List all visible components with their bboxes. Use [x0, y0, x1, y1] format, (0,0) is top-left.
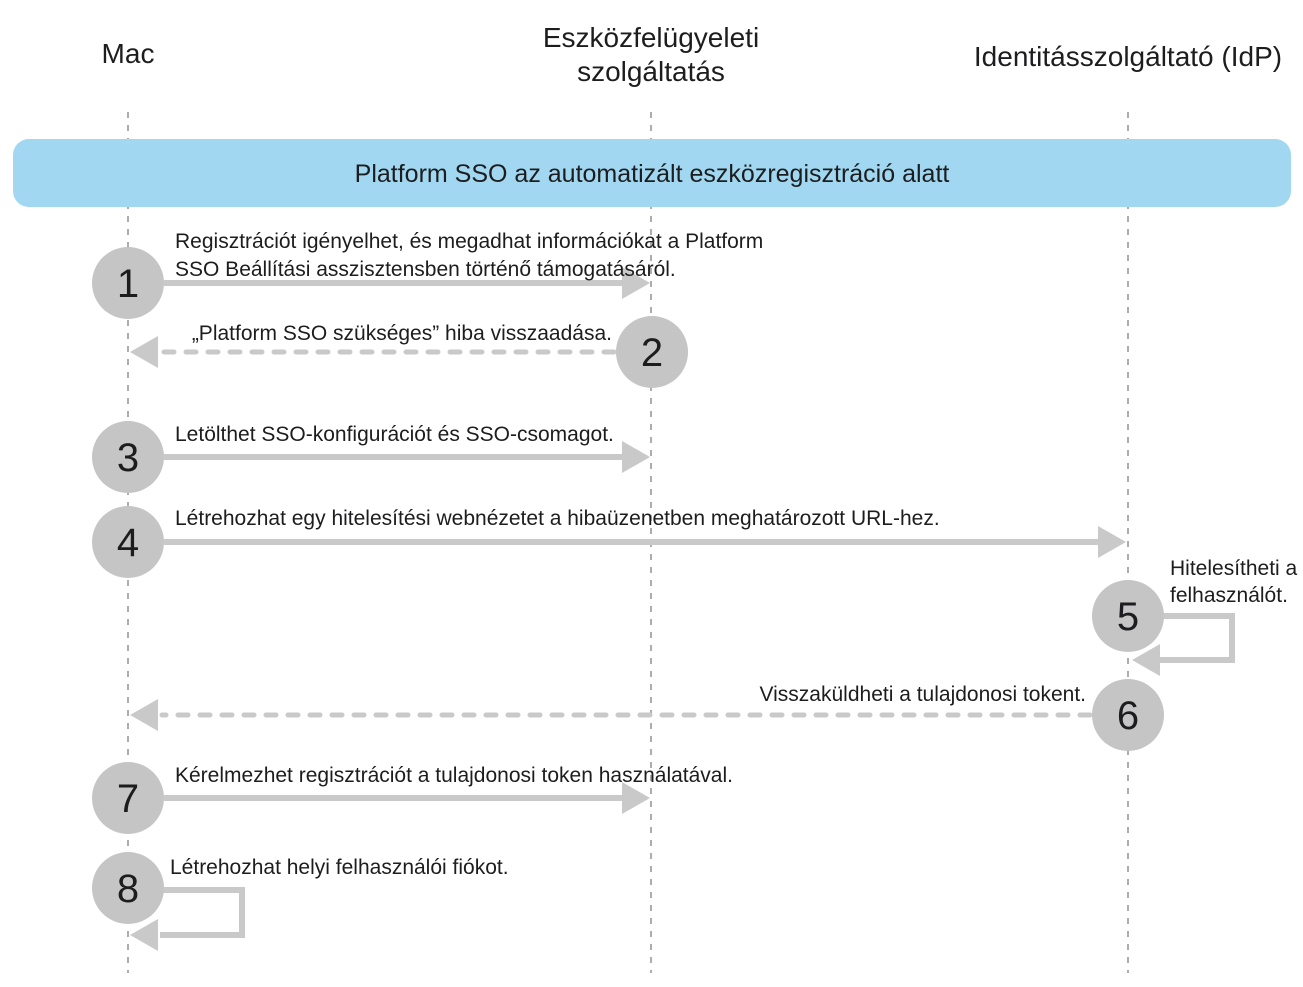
step-7: 7 Kérelmezhet regisztrációt a tulajdonos… [92, 762, 733, 834]
step-2-arrowhead-icon [130, 336, 158, 368]
step-5-label-line2: felhasználót. [1170, 584, 1288, 607]
actor-label-mdm-line2: szolgáltatás [577, 56, 725, 87]
step-4: 4 Létrehozhat egy hitelesítési webnézete… [92, 506, 1126, 578]
step-7-badge [92, 762, 164, 834]
step-6-label: Visszaküldheti a tulajdonosi tokent. [760, 683, 1086, 706]
step-8-badge [92, 852, 164, 924]
step-1-arrowhead-icon [622, 267, 650, 299]
step-6-arrowhead-icon [130, 699, 158, 731]
phase-banner-label: Platform SSO az automatizált eszközregis… [355, 160, 950, 188]
step-5-number: 5 [1117, 595, 1139, 639]
step-2-label: „Platform SSO szükséges” hiba visszaadás… [192, 322, 612, 345]
step-1-number: 1 [117, 262, 139, 306]
step-1: 1 Regisztrációt igényelhet, és megadhat … [92, 230, 763, 319]
step-5-arrowhead-icon [1132, 644, 1160, 676]
step-6: 6 Visszaküldheti a tulajdonosi tokent. [130, 679, 1164, 751]
step-2-badge [616, 316, 688, 388]
actor-label-idp: Identitásszolgáltató (IdP) [974, 41, 1282, 72]
step-3-badge [92, 421, 164, 493]
step-6-badge [1092, 679, 1164, 751]
step-1-label-line1: Regisztrációt igényelhet, és megadhat in… [175, 230, 763, 253]
step-3-number: 3 [117, 436, 139, 480]
step-5-badge [1092, 580, 1164, 652]
step-3-arrowhead-icon [622, 441, 650, 473]
step-8-loop-arrow [160, 887, 245, 938]
step-4-number: 4 [117, 521, 139, 565]
step-8-label: Létrehozhat helyi felhasználói fiókot. [170, 856, 509, 879]
step-2: 2 „Platform SSO szükséges” hiba visszaad… [130, 316, 688, 388]
step-6-number: 6 [1117, 694, 1139, 738]
phase-banner [13, 139, 1291, 207]
step-4-badge [92, 506, 164, 578]
step-1-badge [92, 247, 164, 319]
actor-label-mdm-line1: Eszközfelügyeleti [543, 22, 759, 53]
step-5-loop-arrow [1160, 613, 1235, 663]
step-7-number: 7 [117, 777, 139, 821]
step-4-arrowhead-icon [1098, 526, 1126, 558]
step-3-label: Letölthet SSO-konfigurációt és SSO-csoma… [175, 423, 614, 446]
step-8-arrowhead-icon [130, 919, 158, 951]
step-8: 8 Létrehozhat helyi felhasználói fiókot. [92, 852, 509, 951]
step-7-arrowhead-icon [622, 782, 650, 814]
step-7-label: Kérelmezhet regisztrációt a tulajdonosi … [175, 764, 733, 787]
step-2-number: 2 [641, 331, 663, 375]
step-5-label-line1: Hitelesítheti a [1170, 557, 1298, 580]
step-5: 5 Hitelesítheti a felhasználót. [1092, 557, 1298, 676]
step-1-label-line2: SSO Beállítási asszisztensben történő tá… [175, 258, 676, 281]
actor-label-mac: Mac [102, 38, 155, 69]
step-3: 3 Letölthet SSO-konfigurációt és SSO-cso… [92, 421, 650, 493]
step-8-number: 8 [117, 867, 139, 911]
step-4-label: Létrehozhat egy hitelesítési webnézetet … [175, 507, 940, 530]
